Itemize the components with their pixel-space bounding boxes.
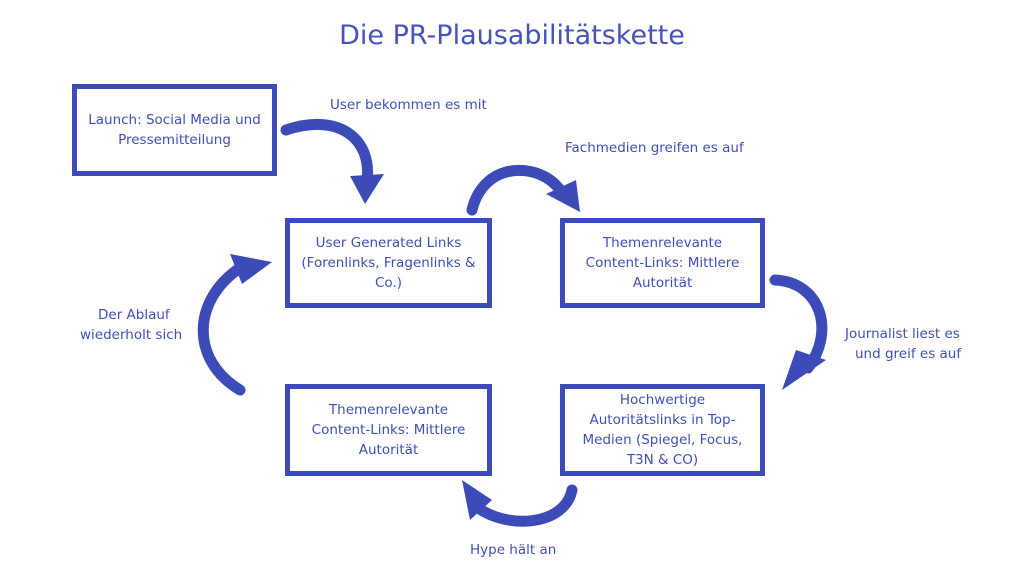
label-hype-haelt-an: Hype hält an [470, 542, 557, 558]
label-fachmedien-greifen-es-auf: Fachmedien greifen es auf [565, 140, 744, 156]
box-themenrelevante-bottom-text: Themenrelevante Content-Links: Mittlere … [311, 402, 466, 458]
diagram-title: Die PR-Plausabilitätskette [339, 20, 685, 51]
box-user-generated-links: User Generated Links (Forenlinks, Fragen… [285, 218, 492, 308]
arrow-hochwertig-to-themen-bottom [462, 480, 578, 527]
box-launch-text: Launch: Social Media und Pressemitteilun… [88, 112, 261, 148]
box-themenrelevante-top-text: Themenrelevante Content-Links: Mittlere … [585, 235, 740, 291]
box-hochwertige-autoritaetslinks: Hochwertige Autoritätslinks in Top-Medie… [560, 384, 765, 476]
label-ablauf-line-1: Der Ablauf [98, 307, 170, 323]
label-journalist-line-2: und greif es auf [855, 346, 962, 362]
label-ablauf-line-2: wiederholt sich [80, 327, 183, 343]
box-hochwertige-autoritaetslinks-text: Hochwertige Autoritätslinks in Top-Medie… [582, 392, 743, 468]
box-user-generated-links-text: User Generated Links (Forenlinks, Fragen… [301, 235, 476, 291]
box-themenrelevante-top: Themenrelevante Content-Links: Mittlere … [560, 218, 765, 308]
box-themenrelevante-bottom: Themenrelevante Content-Links: Mittlere … [285, 384, 492, 476]
arrow-user-generated-to-themen-top [466, 164, 580, 216]
box-launch: Launch: Social Media und Pressemitteilun… [72, 84, 277, 176]
arrow-themen-top-to-hochwertig [769, 274, 828, 390]
label-user-bekommen-es-mit: User bekommen es mit [330, 97, 487, 113]
arrow-launch-to-user-generated [280, 119, 384, 204]
arrow-themen-bottom-to-user-generated [197, 254, 272, 396]
label-journalist-line-1: Journalist liest es [845, 326, 960, 342]
